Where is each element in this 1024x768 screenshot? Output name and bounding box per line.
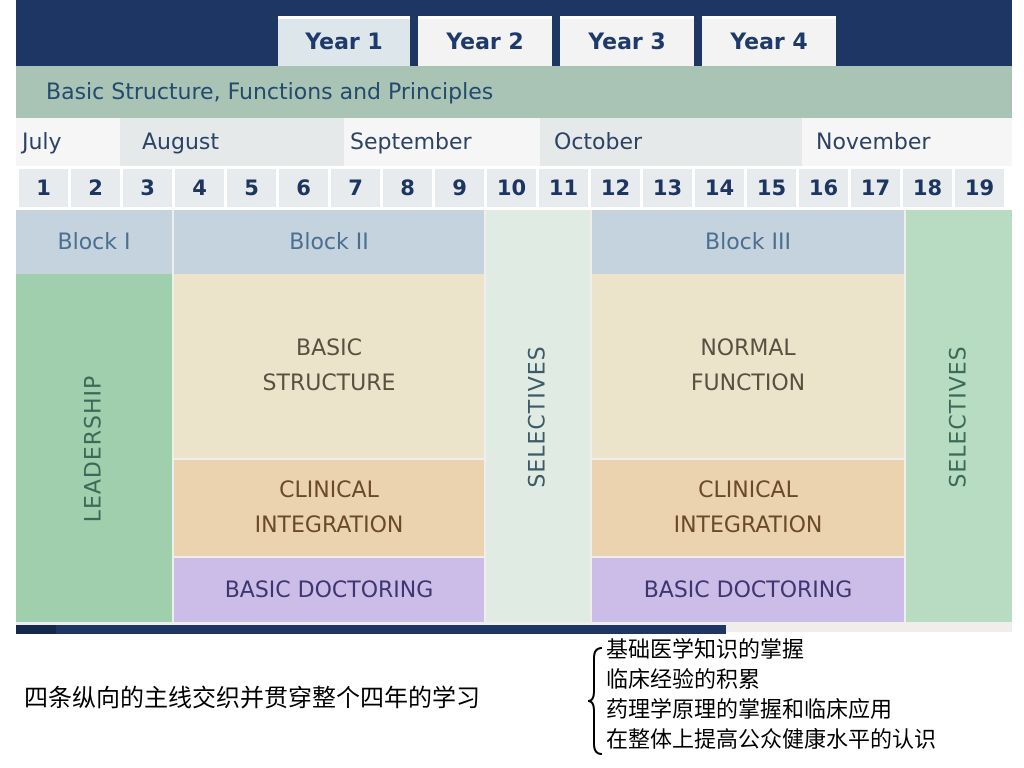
note-item: 药理学原理的掌握和临床应用 [606, 698, 893, 723]
normal-function-area: NORMAL FUNCTION [592, 274, 904, 458]
selectives-column: SELECTIVES [906, 210, 1012, 622]
week-cell: 1 [19, 169, 68, 207]
clinical-integration-area: CLINICAL INTEGRATION [592, 460, 904, 556]
week-row: 1 2 3 4 5 6 7 8 9 10 11 12 13 14 15 16 1… [16, 166, 1012, 210]
month-august: August [120, 118, 344, 166]
week-cell: 11 [539, 169, 588, 207]
week-cell: 17 [851, 169, 900, 207]
week-cell: 16 [799, 169, 848, 207]
week-cell: 5 [227, 169, 276, 207]
week-cell: 3 [123, 169, 172, 207]
block-1-header: Block I [16, 210, 172, 274]
notes-list: 基础医学知识的掌握 临床经验的积累 药理学原理的掌握和临床应用 在整体上提高公众… [606, 636, 936, 756]
section-subtitle: Basic Structure, Functions and Principle… [16, 66, 1012, 118]
week-cell: 7 [331, 169, 380, 207]
note-item: 临床经验的积累 [606, 668, 761, 693]
tab-year-1[interactable]: Year 1 [278, 16, 410, 66]
footer-bar-marker [16, 625, 56, 634]
week-cell: 13 [643, 169, 692, 207]
week-cell: 15 [747, 169, 796, 207]
footer-bar [16, 625, 726, 634]
week-cell: 9 [435, 169, 484, 207]
week-cell: 10 [487, 169, 536, 207]
month-july: July [22, 129, 62, 155]
brace-icon [587, 647, 603, 755]
tab-year-2[interactable]: Year 2 [418, 16, 552, 66]
basic-doctoring-area: BASIC DOCTORING [592, 558, 904, 622]
clinical-integration-area: CLINICAL INTEGRATION [174, 460, 484, 556]
leadership-column: LEADERSHIP [16, 274, 172, 622]
week-cell: 6 [279, 169, 328, 207]
top-navigation-bar: Year 1 Year 2 Year 3 Year 4 [16, 0, 1012, 66]
selectives-column: SELECTIVES [486, 210, 590, 622]
month-november: November [816, 129, 931, 155]
block-3-header: Block III [592, 210, 904, 274]
basic-doctoring-area: BASIC DOCTORING [174, 558, 484, 622]
week-cell: 19 [955, 169, 1004, 207]
tab-year-3[interactable]: Year 3 [560, 16, 694, 66]
curriculum-chart: Year 1 Year 2 Year 3 Year 4 Basic Struct… [16, 0, 1012, 632]
tab-year-4[interactable]: Year 4 [702, 16, 836, 66]
note-item: 在整体上提高公众健康水平的认识 [606, 728, 937, 753]
caption-text: 四条纵向的主线交织并贯穿整个四年的学习 [24, 684, 480, 712]
week-cell: 4 [175, 169, 224, 207]
month-row: July August September October November [16, 118, 1012, 166]
week-cell: 18 [903, 169, 952, 207]
month-september: September [350, 129, 472, 155]
selectives-label: SELECTIVES [946, 344, 972, 488]
basic-structure-area: BASIC STRUCTURE [174, 274, 484, 458]
week-cell: 14 [695, 169, 744, 207]
selectives-label: SELECTIVES [525, 344, 551, 488]
block-2-header: Block II [174, 210, 484, 274]
week-cell: 8 [383, 169, 432, 207]
note-item: 基础医学知识的掌握 [606, 638, 805, 663]
leadership-label: LEADERSHIP [81, 374, 107, 522]
week-cell: 12 [591, 169, 640, 207]
week-cell: 2 [71, 169, 120, 207]
month-october: October [540, 118, 802, 166]
